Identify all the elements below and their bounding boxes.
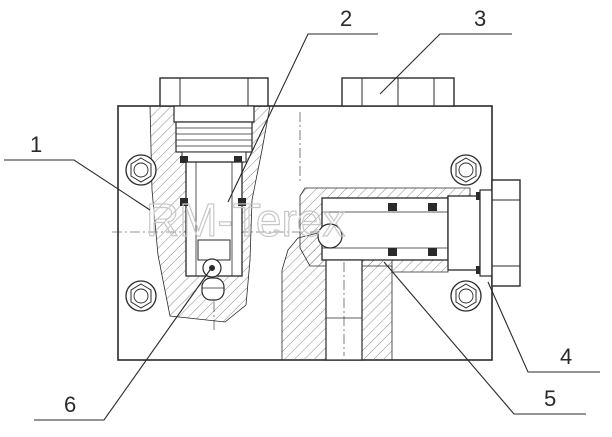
- leader-line-4: [487, 281, 600, 373]
- callout-5: 5: [544, 386, 556, 411]
- leader-line-3: [379, 33, 512, 95]
- callout-4: 4: [560, 344, 572, 369]
- mounting-hole-bottom-left: [125, 280, 157, 312]
- lower-bore: [325, 259, 363, 361]
- callout-2: 2: [340, 6, 352, 31]
- callout-6: 6: [64, 392, 76, 417]
- watermark: RM-Terex: [146, 194, 345, 246]
- mounting-hole-bottom-right: [450, 280, 482, 312]
- mounting-hole-top-left: [125, 154, 157, 186]
- leader-lines: [4, 33, 600, 421]
- leader-line-2: [227, 33, 378, 203]
- callout-1: 1: [30, 132, 42, 157]
- mounting-hole-top-right: [450, 154, 482, 186]
- leader-line-5: [383, 261, 586, 415]
- top-plug: [341, 77, 455, 107]
- horizontal-cartridge-valve: [317, 179, 521, 287]
- leader-line-6: [34, 269, 211, 421]
- leader-line-1: [4, 159, 151, 211]
- vertical-cartridge-valve: [159, 77, 269, 301]
- callout-3: 3: [474, 6, 486, 31]
